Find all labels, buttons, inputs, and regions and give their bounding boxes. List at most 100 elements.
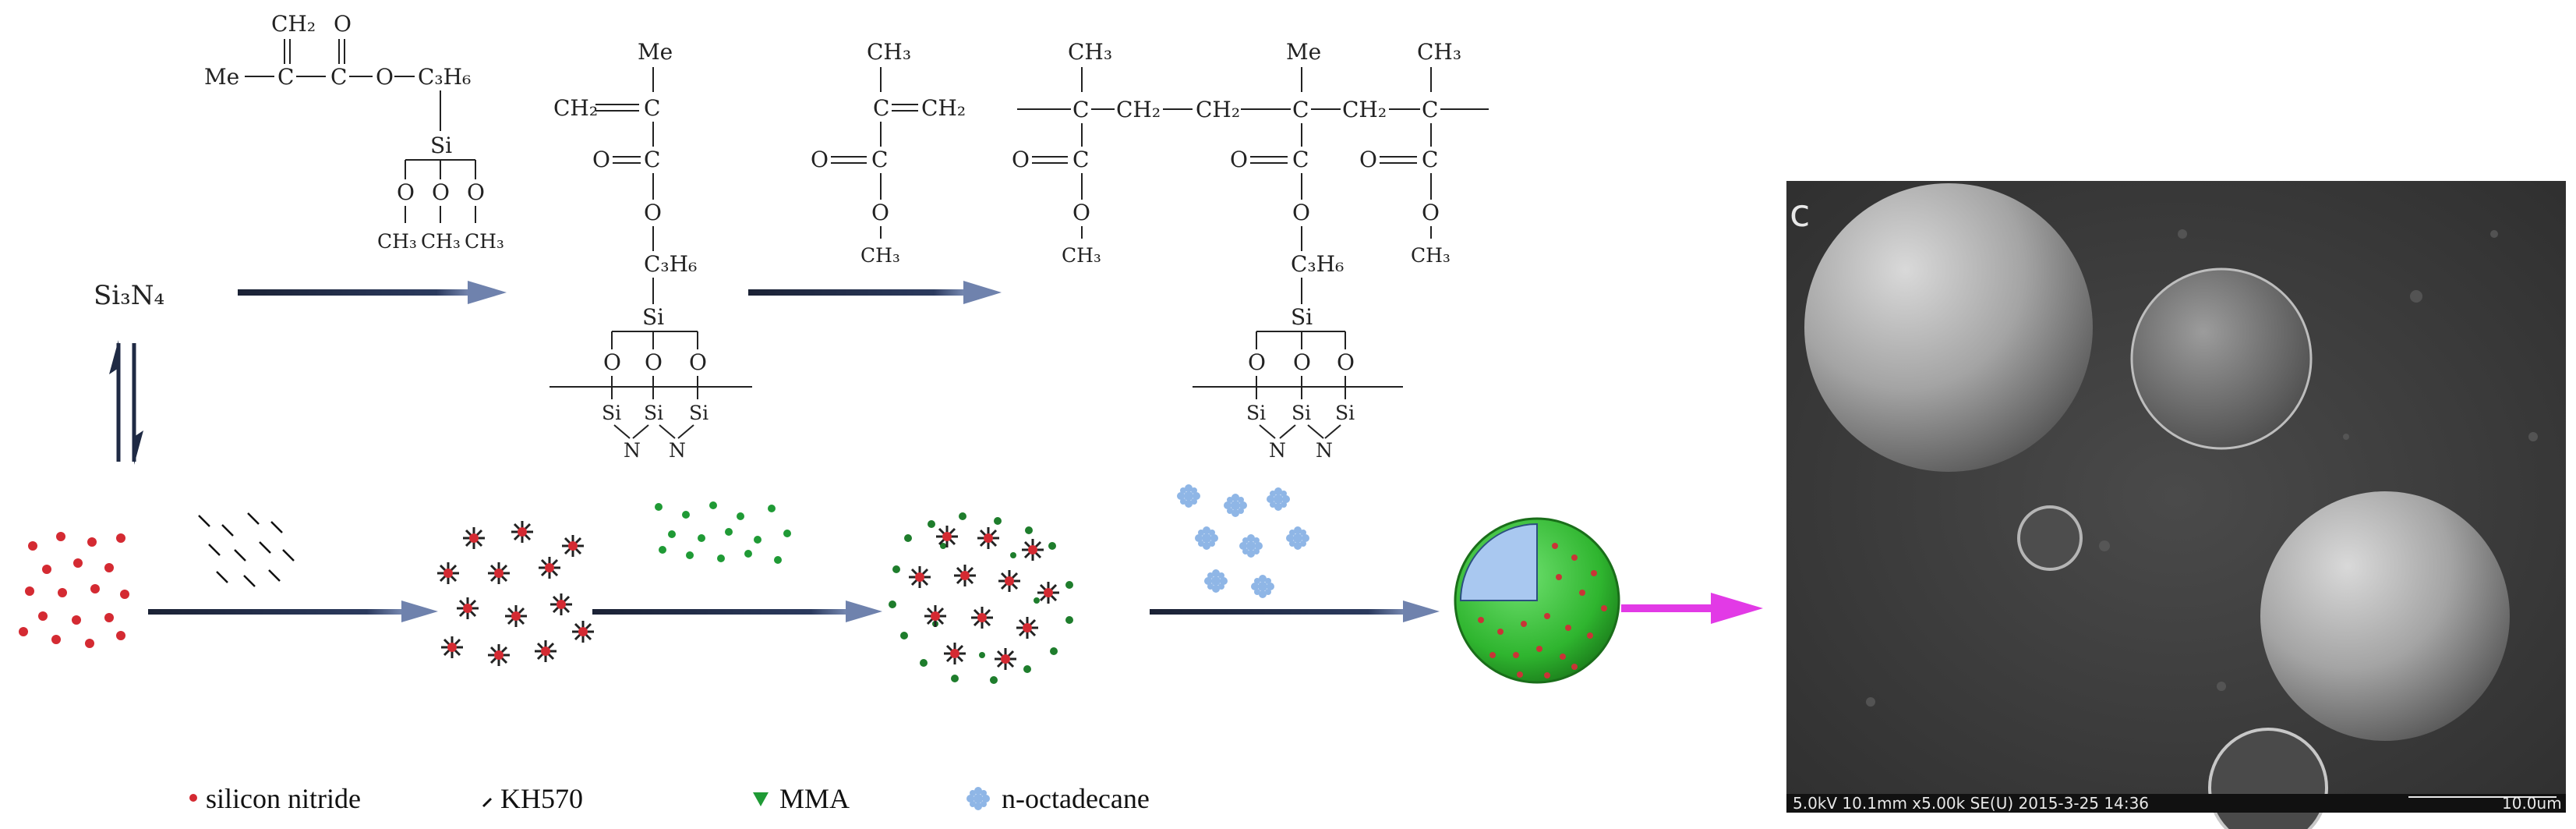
poly-c-c2: C — [1422, 147, 1438, 172]
legend-mma-label: MMA — [779, 783, 850, 814]
kh570-ch3-1: CH₃ — [377, 230, 417, 253]
poly-me: Me — [1286, 39, 1321, 65]
grafted-n1: N — [624, 439, 641, 462]
poly-ch2-1: CH₂ — [1116, 97, 1161, 122]
poly-o3: O — [1337, 349, 1355, 375]
grafted-si-s3: Si — [689, 402, 708, 424]
silicon-nitride-particles — [19, 532, 129, 648]
poly-n2: N — [1316, 439, 1333, 462]
grafted-c1: C — [644, 95, 660, 121]
grafted-o1: O — [603, 349, 621, 375]
kh570-o1: O — [397, 179, 415, 205]
equilibrium-arrows — [109, 340, 143, 465]
kh570-o3: O — [467, 179, 485, 205]
poly-ch3-c2: CH₃ — [1411, 244, 1451, 267]
microcapsule — [1454, 517, 1620, 684]
poly-ch2-3: CH₂ — [1342, 97, 1387, 122]
legend-silicon-nitride-swatch — [189, 794, 197, 802]
mma-c2: C — [871, 147, 888, 172]
mma-ch3-bottom: CH₃ — [860, 244, 900, 267]
poly-o2: O — [1293, 349, 1311, 375]
kh570-structure: CH₂ O Me C C O C₃H₆ Si O O O CH₃ CH₃ CH₃ — [204, 11, 504, 253]
grafted-o3: O — [689, 349, 707, 375]
sem-info-bar: 5.0kV 10.1mm x5.00k SE(U) 2015-3-25 14:3… — [1793, 794, 2149, 813]
poly-si: Si — [1291, 304, 1313, 330]
kh570-me: Me — [204, 64, 239, 90]
poly-c-a2: C — [1072, 147, 1089, 172]
kh570-ch2: CH₂ — [271, 11, 316, 37]
reaction-arrow-1 — [238, 281, 507, 304]
sem-particle-right — [2260, 491, 2510, 741]
poly-c-a: C — [1072, 97, 1089, 122]
legend-silicon-nitride-label: silicon nitride — [206, 783, 361, 814]
poly-o-b: O — [1230, 147, 1248, 172]
poly-ch3-a2: CH₃ — [1062, 244, 1101, 267]
mma-o: O — [811, 147, 829, 172]
kh570-o-top: O — [334, 11, 352, 37]
grafted-n2: N — [669, 439, 686, 462]
poly-ob-link: O — [1292, 200, 1310, 225]
legend-n-octadecane-label: n-octadecane — [1002, 783, 1150, 814]
grafted-o-link: O — [644, 200, 662, 225]
poly-si-s3: Si — [1335, 402, 1355, 424]
poly-c-b: C — [1292, 97, 1309, 122]
poly-c-b2: C — [1292, 147, 1309, 172]
mma-structure: CH₃ C CH₂ O C O CH₃ — [811, 39, 966, 267]
poly-n1: N — [1269, 439, 1286, 462]
poly-ch2-2: CH₂ — [1196, 97, 1240, 122]
grafted-me: Me — [638, 39, 673, 65]
sem-micrograph: c 5.0kV 10.1mm x5.00k SE(U) 2015-3-25 14… — [1786, 181, 2566, 829]
kh570-molecules — [197, 512, 295, 588]
n-octadecane-droplets — [1177, 484, 1309, 598]
poly-o1: O — [1248, 349, 1266, 375]
kh570-c2: C — [330, 64, 347, 90]
kh570-si: Si — [430, 133, 452, 158]
poly-c-c: C — [1422, 97, 1438, 122]
polymer-structure: CH₃ Me CH₃ C CH₂ CH₂ C CH₂ C O C O C O C — [1012, 39, 1489, 462]
process-arrow-1 — [148, 600, 438, 622]
poly-si-s1: Si — [1246, 402, 1266, 424]
poly-c3h6: C₃H₆ — [1291, 251, 1344, 277]
kh570-o-link: O — [376, 64, 394, 90]
sem-particle-medium — [2130, 267, 2313, 450]
mma-ch3: CH₃ — [867, 39, 911, 65]
kh570-ch3-2: CH₃ — [421, 230, 461, 253]
kh570-c1: C — [277, 64, 294, 90]
sem-particle-small — [2017, 505, 2083, 571]
mma-c1: C — [873, 95, 889, 121]
process-arrow-2 — [592, 600, 882, 622]
legend-n-octadecane-swatch — [966, 787, 990, 810]
mma-o-link: O — [871, 200, 889, 225]
magenta-arrow — [1621, 593, 1763, 624]
kh570-c3h6: C₃H₆ — [418, 64, 471, 90]
grafted-si: Si — [642, 304, 664, 330]
grafted-o: O — [592, 147, 610, 172]
kh570-ch3-3: CH₃ — [465, 230, 504, 253]
poly-oa-link: O — [1072, 200, 1090, 225]
si3n4-label: Si₃N₄ — [94, 280, 164, 311]
grafted-si-s2: Si — [644, 402, 663, 424]
reaction-arrow-2 — [748, 281, 1002, 304]
grafted-c3h6: C₃H₆ — [644, 251, 697, 277]
sem-particle-large — [1804, 183, 2093, 472]
poly-ch3-c: CH₃ — [1417, 39, 1461, 65]
sem-particle-bottom — [2208, 728, 2328, 829]
sem-panel-letter: c — [1790, 192, 1810, 236]
poly-ch3-a: CH₃ — [1068, 39, 1112, 65]
legend-mma-swatch — [753, 792, 769, 806]
legend-kh570-label: KH570 — [500, 783, 583, 814]
poly-o-a: O — [1012, 147, 1030, 172]
grafted-o2: O — [645, 349, 663, 375]
poly-oc-link: O — [1422, 200, 1440, 225]
grafted-structure: Me CH₂ C O C O C₃H₆ Si O O O Si Si Si N — [549, 39, 752, 462]
grafted-c2: C — [644, 147, 660, 172]
polymer-coated-particles — [889, 512, 1073, 684]
modified-particles — [436, 519, 595, 668]
legend-kh570-swatch — [482, 797, 493, 808]
poly-o-c: O — [1359, 147, 1377, 172]
process-arrow-3 — [1150, 600, 1440, 622]
mma-monomers — [655, 501, 791, 564]
legend: silicon nitride KH570 MMA n-octadecane — [189, 783, 1150, 814]
mma-ch2: CH₂ — [921, 95, 966, 121]
